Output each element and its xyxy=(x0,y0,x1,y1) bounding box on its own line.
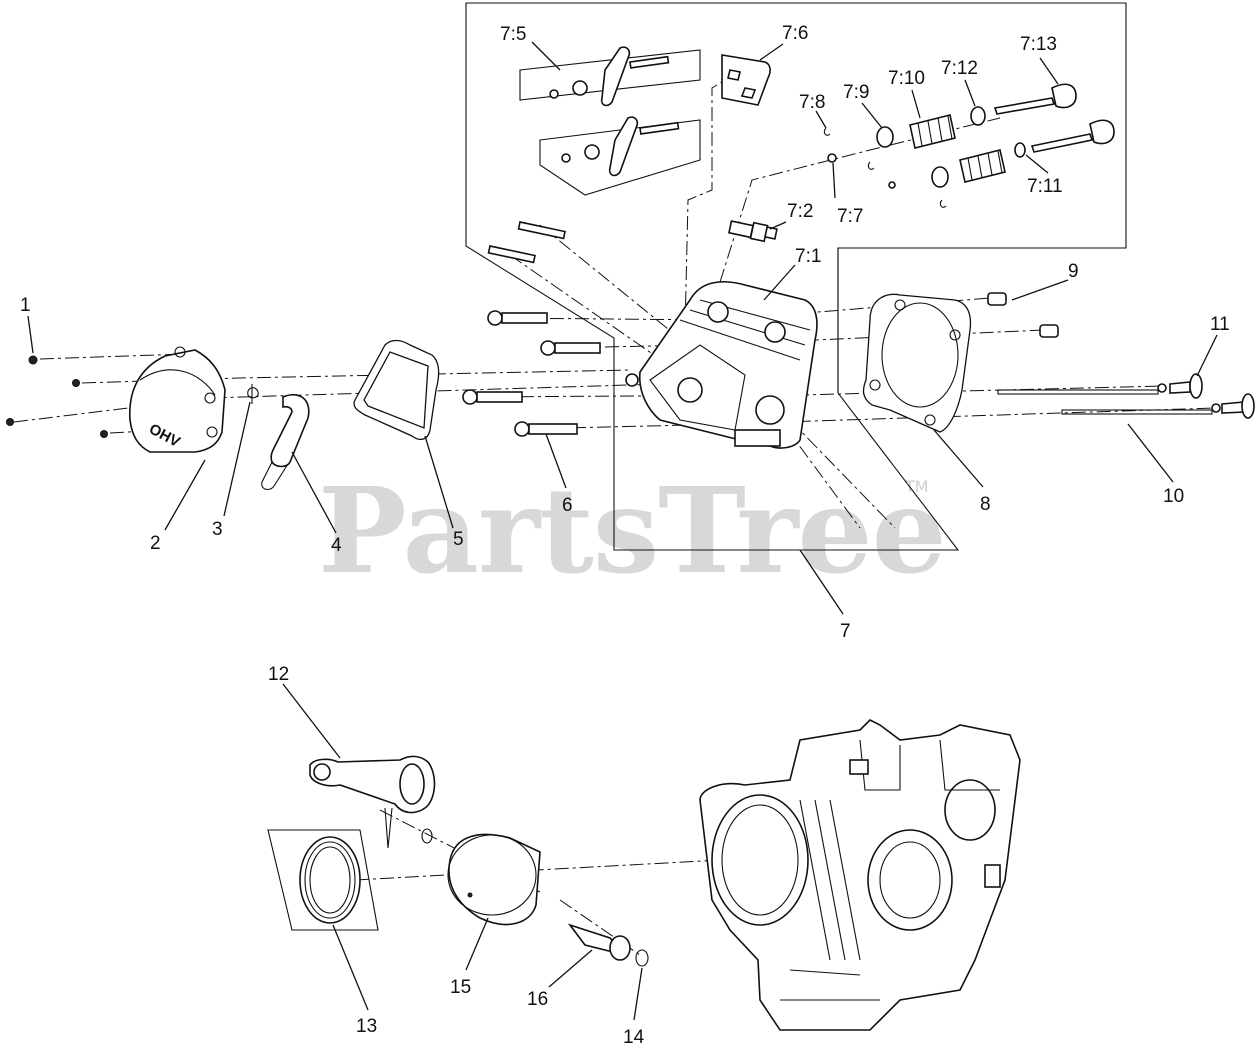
valve-part-7-13 xyxy=(993,83,1077,115)
head-gasket-part-8 xyxy=(862,293,972,433)
callout-2: 2 xyxy=(150,533,161,554)
callout-13: 13 xyxy=(356,1016,377,1037)
spring-retainer-part-7-9 xyxy=(876,126,894,148)
callout-7-7: 7:7 xyxy=(837,206,863,227)
cylinder-head-part-7-1 xyxy=(625,280,818,449)
callout-7-8: 7:8 xyxy=(799,92,825,113)
piston-rings-part-13 xyxy=(267,829,379,931)
screw-part-1 xyxy=(6,355,108,438)
callout-12: 12 xyxy=(268,664,289,685)
callout-6: 6 xyxy=(562,495,573,516)
valve-seal-part-7-7 xyxy=(827,153,837,163)
watermark-trademark: TM xyxy=(904,477,929,496)
callout-7-6: 7:6 xyxy=(782,23,808,44)
breather-hose-part-4 xyxy=(261,393,310,491)
callout-4: 4 xyxy=(331,535,342,556)
piston-pin-part-16 xyxy=(567,923,631,961)
push-rods-part-10 xyxy=(997,383,1221,415)
guide-plate-part-7-6 xyxy=(721,54,771,106)
valve-keeper-part-7-8 xyxy=(823,127,831,136)
callout-1: 1 xyxy=(20,295,31,316)
callout-8: 8 xyxy=(980,494,991,515)
watermark-logo: PartsTree xyxy=(318,461,946,600)
circlip-part-14 xyxy=(635,949,649,967)
callout-14: 14 xyxy=(623,1027,645,1048)
dowel-pins-part-9 xyxy=(987,292,1059,338)
valve-seal-part-7-11 xyxy=(1014,142,1026,158)
callout-7-11: 7:11 xyxy=(1027,176,1063,197)
group-7-frame xyxy=(465,2,1127,551)
callout-7-9: 7:9 xyxy=(843,82,869,103)
head-studs xyxy=(487,221,566,264)
valve-cover-part-2: OHV xyxy=(129,346,226,453)
head-bolts-part-6 xyxy=(462,310,601,437)
callout-10: 10 xyxy=(1163,486,1184,507)
spring-seat-part-7-12 xyxy=(970,106,986,126)
clip-part-3 xyxy=(247,384,259,404)
connecting-rod-part-12 xyxy=(309,755,436,849)
crankcase-block xyxy=(699,719,1021,1031)
callout-9: 9 xyxy=(1068,261,1079,282)
callout-16: 16 xyxy=(527,989,548,1010)
circlip-near-rod xyxy=(421,828,433,844)
callout-7-1: 7:1 xyxy=(795,246,821,267)
rocker-arm-part-7-5 xyxy=(519,46,701,196)
callout-5: 5 xyxy=(453,529,464,550)
valve-lifter-part-11 xyxy=(1169,373,1255,419)
callout-labels: 1 2 3 4 5 6 7 8 9 10 11 12 13 14 15 16 7… xyxy=(20,23,1230,1048)
callout-7-2: 7:2 xyxy=(787,201,813,222)
callout-7-5: 7:5 xyxy=(500,24,526,45)
callout-7-10: 7:10 xyxy=(888,68,925,89)
valve-train-parts xyxy=(823,83,1115,208)
piston-part-15 xyxy=(447,833,541,926)
callout-7-13: 7:13 xyxy=(1020,34,1057,55)
callout-7-12: 7:12 xyxy=(941,58,978,79)
leader-lines xyxy=(27,41,1218,1021)
callout-15: 15 xyxy=(450,977,471,998)
callout-3: 3 xyxy=(212,519,223,540)
callout-11: 11 xyxy=(1210,314,1230,335)
spark-plug-part-7-2 xyxy=(728,220,778,243)
cover-gasket-part-5 xyxy=(353,339,440,441)
callout-7: 7 xyxy=(840,621,851,642)
